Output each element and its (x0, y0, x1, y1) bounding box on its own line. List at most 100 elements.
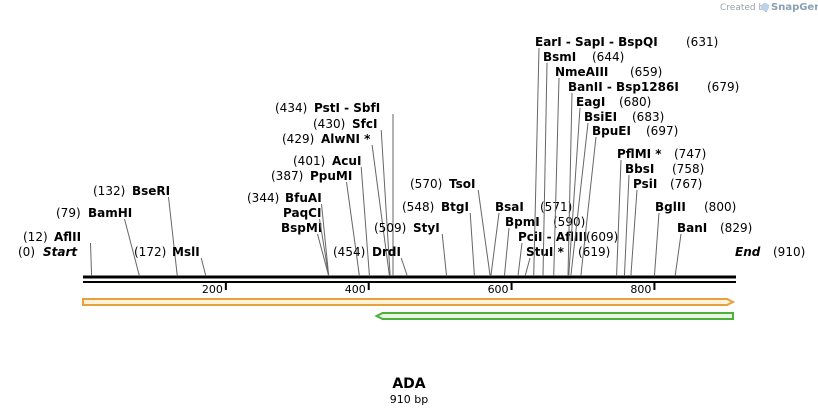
ruler-tick-label: 800 (630, 283, 651, 296)
site-name: EarI - SapI - BspQI (535, 35, 658, 49)
site-leader-line (346, 181, 360, 277)
restriction-site[interactable]: BtgI(548) (402, 200, 475, 277)
site-leader-line (477, 189, 491, 277)
site-name: BpmI (505, 215, 540, 229)
site-name: AflII (54, 230, 81, 244)
site-position: (401) (293, 154, 325, 168)
restriction-site[interactable]: BglII(800) (653, 200, 736, 277)
site-name: BsiEI (584, 110, 617, 124)
site-position: (79) (56, 206, 81, 220)
site-position: (679) (707, 80, 739, 94)
site-name: NmeAIII (555, 65, 608, 79)
start-label: Start (43, 245, 78, 259)
site-position: (387) (271, 169, 303, 183)
restriction-site[interactable]: PflMI *(747) (616, 147, 707, 277)
site-position: (132) (93, 184, 125, 198)
map-title: ADA (392, 376, 425, 392)
site-name: EagI (576, 95, 605, 109)
site-position: (659) (630, 65, 662, 79)
dna-backbone (83, 275, 736, 283)
site-name: BpuEI (592, 124, 631, 138)
site-name: AcuI (332, 154, 361, 168)
site-name: TsoI (449, 177, 475, 191)
site-name: SfcI (352, 117, 377, 131)
site-leader-line (580, 136, 597, 277)
restriction-site[interactable]: BspMI (281, 221, 330, 277)
site-name: BsmI (543, 50, 576, 64)
site-position: (344) (247, 191, 279, 205)
restriction-site[interactable]: PsiI (767) (630, 177, 702, 277)
site-name: PciI - AflIII (518, 230, 587, 244)
site-position: (680) (619, 95, 651, 109)
site-name: PflMI * (617, 147, 662, 161)
site-leader-line (570, 122, 589, 277)
site-leader-line (623, 174, 630, 277)
site-position: (172) (134, 245, 166, 259)
restriction-site[interactable]: BbsI (758) (623, 162, 704, 277)
restriction-site[interactable]: StyI(509) (374, 221, 448, 277)
site-name: StyI (413, 221, 440, 235)
watermark-prefix: Created by (720, 3, 770, 13)
restriction-site[interactable]: AflII (12) (23, 230, 93, 277)
site-leader-line (90, 242, 93, 277)
restriction-site[interactable]: NmeAIII (659) (553, 65, 663, 277)
site-name: DrdI (372, 245, 401, 259)
restriction-site[interactable]: EarI - SapI - BspQI (631) (533, 35, 719, 277)
restriction-site[interactable]: BsmI(644) (542, 50, 624, 277)
restriction-site[interactable]: BseRI(132) (93, 184, 178, 277)
restriction-site[interactable]: BsiEI(683) (570, 110, 664, 277)
restriction-site[interactable]: BamHI (79) (56, 206, 140, 277)
restriction-site[interactable]: SfcI (430) (313, 117, 391, 277)
start-end-labels: (0) Start End (910) (18, 245, 805, 259)
site-name: MslI (172, 245, 200, 259)
site-leader-line (321, 203, 330, 277)
restriction-site[interactable]: AlwNI * (429) (282, 132, 390, 277)
restriction-site[interactable]: BpuEI (697) (580, 124, 678, 277)
site-leader-line (441, 233, 448, 277)
site-position: (12) (23, 230, 48, 244)
site-name: BamHI (88, 206, 132, 220)
restriction-site[interactable]: DrdI(454) (333, 245, 408, 277)
restriction-site[interactable]: BanI(829) (674, 221, 752, 277)
site-name: BglII (655, 200, 686, 214)
site-name: PsiI (633, 177, 657, 191)
site-leader-line (553, 77, 560, 277)
site-leader-line (674, 233, 682, 277)
restriction-site[interactable]: TsoI(570) (410, 177, 491, 277)
restriction-site[interactable]: BanII - Bsp1286I(679) (567, 80, 739, 277)
site-leader-line (124, 218, 140, 277)
site-leader-line (319, 218, 330, 277)
site-position: (767) (670, 177, 702, 191)
site-name: AlwNI * (321, 132, 371, 146)
end-label: End (735, 245, 761, 259)
site-position: (429) (282, 132, 314, 146)
restriction-site[interactable]: BfuAI(344) (247, 191, 330, 277)
site-leader-line (533, 47, 540, 277)
restriction-site[interactable]: BsaI(571) (490, 200, 572, 277)
map-length: 910 bp (390, 393, 428, 406)
restriction-site[interactable]: PciI - AflIII(609) (517, 230, 618, 277)
site-leader-line (400, 257, 408, 277)
restriction-site[interactable]: AcuI (401) (293, 154, 370, 277)
ruler-tick-label: 200 (202, 283, 223, 296)
site-position: (631) (686, 35, 718, 49)
restriction-site[interactable]: PstI - SbfI(434) (275, 101, 394, 276)
feature-arrow-2 (374, 312, 734, 320)
restriction-site[interactable]: EagI (680) (568, 95, 652, 277)
site-leader-line (360, 166, 370, 277)
watermark-brand: SnapGene (771, 2, 818, 13)
site-position: (430) (313, 117, 345, 131)
restriction-site[interactable]: MslI (172) (134, 245, 207, 277)
site-name: PpuMI (310, 169, 352, 183)
ruler-tick-label: 400 (345, 283, 366, 296)
site-leader-line (616, 159, 622, 277)
site-position: (697) (646, 124, 678, 138)
site-name: BbsI (625, 162, 654, 176)
watermark: Created by SnapGene (720, 2, 818, 13)
restriction-site[interactable]: PpuMI (387) (271, 169, 360, 277)
site-leader-line (524, 257, 531, 277)
site-position: (758) (672, 162, 704, 176)
restriction-site[interactable]: PaqCI (283, 206, 330, 277)
